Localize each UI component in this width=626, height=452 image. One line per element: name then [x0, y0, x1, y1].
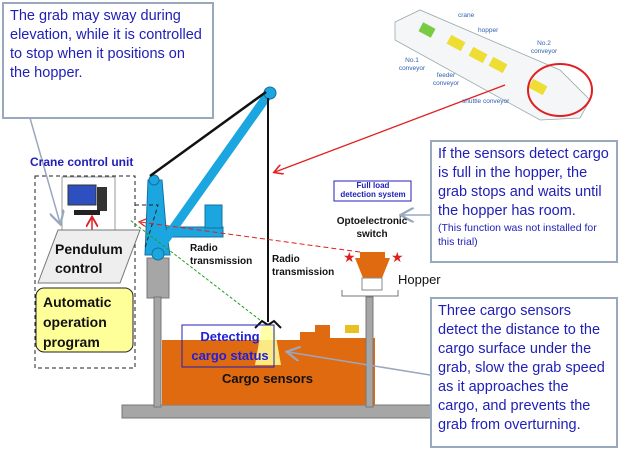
radio-transmission-label-2: Radio transmission: [272, 254, 335, 278]
excavator-icon: [345, 325, 359, 333]
control-unit-frame: [34, 175, 136, 369]
hopper-label: Hopper: [398, 272, 441, 287]
ground-base: [121, 404, 441, 419]
cargo-sensors-label: Cargo sensors: [222, 371, 314, 386]
detecting-status-frame: [181, 324, 275, 368]
radio-transmission-green: [129, 219, 261, 321]
ship-label-no2: No.2 conveyor: [530, 40, 558, 55]
full-load-footnote: (This function was not installed for thi…: [438, 222, 597, 248]
automatic-program-box: [35, 287, 134, 353]
sway-note: The grab may sway during elevation, whil…: [2, 2, 214, 119]
cargo-sensors-note: Three cargo sensors detect the distance …: [430, 297, 618, 448]
hopper-shape: [355, 252, 390, 278]
computer-icon: [67, 184, 107, 215]
automatic-program-label: Automatic operation program: [43, 294, 112, 350]
ship-label-shuttle: shuttle conveyor: [462, 98, 510, 105]
pendulum-control-box: [37, 229, 141, 284]
full-load-text: If the sensors detect cargo is full in t…: [438, 146, 609, 219]
svg-text:★: ★: [391, 249, 404, 265]
crane-pillar: [153, 296, 162, 408]
ship-label-no1: No.1 conveyor: [398, 57, 426, 72]
ship-label-crane: crane: [458, 12, 475, 19]
radio-transmission-label-1: Radio transmission: [190, 243, 253, 267]
ship-label-feeder: feeder conveyor: [432, 72, 460, 87]
pendulum-control-label: Pendulum control: [55, 241, 123, 276]
crane-control-unit-label: Crane control unit: [30, 155, 134, 169]
ship-to-crane-arrow: [275, 84, 506, 172]
detecting-cargo-status-label: Detecting cargo status: [191, 329, 269, 363]
ship-label-hopper: hopper: [478, 27, 499, 34]
full-load-system-label: Full load detection system: [340, 181, 406, 199]
optoelectronic-switch-label: Optoelectronic switch: [336, 216, 408, 240]
full-load-note: If the sensors detect cargo is full in t…: [430, 140, 618, 263]
crane: [144, 86, 282, 365]
ship-illustration: [394, 9, 593, 121]
radio-transmission-red: [140, 222, 361, 253]
svg-text:★: ★: [343, 249, 356, 265]
